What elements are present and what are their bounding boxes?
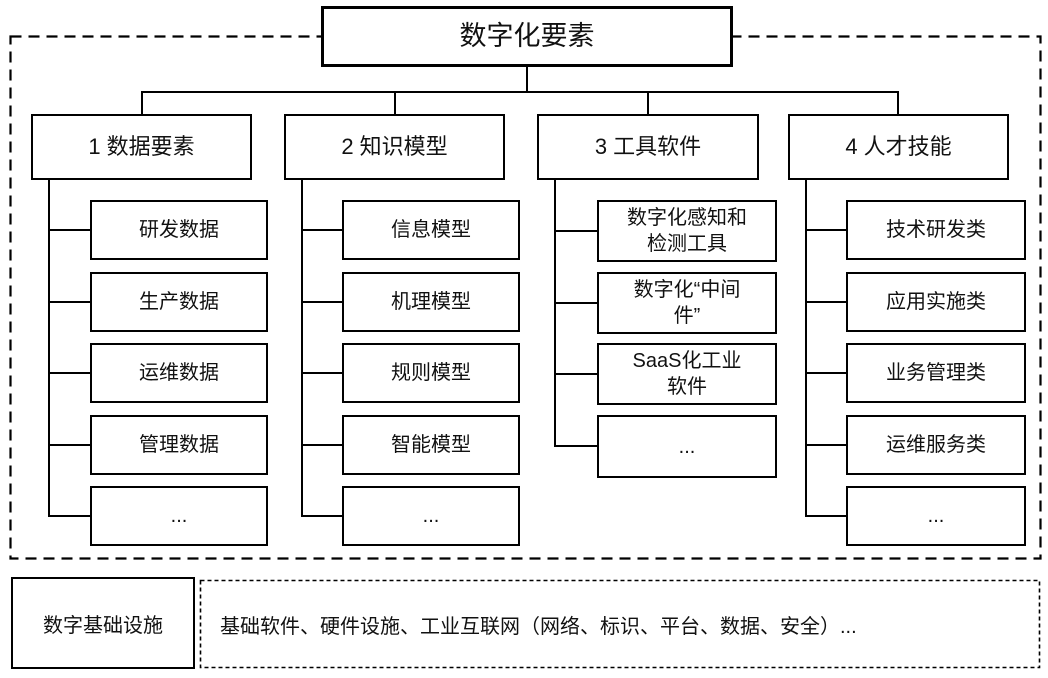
leaf-node-ellipsis: ... bbox=[597, 415, 777, 478]
tree-connectors bbox=[48, 67, 899, 517]
leaf-node: SaaS化工业软件 bbox=[597, 343, 777, 405]
root-node: 数字化要素 bbox=[321, 6, 733, 67]
leaf-node: 研发数据 bbox=[90, 200, 268, 260]
leaf-node: 技术研发类 bbox=[846, 200, 1026, 260]
leaf-node-ellipsis: ... bbox=[846, 486, 1026, 546]
leaf-node: 数字化“中间件” bbox=[597, 272, 777, 334]
branch-header-knowledge-models: 2 知识模型 bbox=[284, 114, 505, 180]
branch-header-talent-skills: 4 人才技能 bbox=[788, 114, 1009, 180]
leaf-node-ellipsis: ... bbox=[90, 486, 268, 546]
leaf-node: 运维服务类 bbox=[846, 415, 1026, 475]
leaf-node: 智能模型 bbox=[342, 415, 520, 475]
leaf-node: 生产数据 bbox=[90, 272, 268, 332]
leaf-node: 运维数据 bbox=[90, 343, 268, 403]
branch-header-data-elements: 1 数据要素 bbox=[31, 114, 252, 180]
infrastructure-description: 基础软件、硬件设施、工业互联网（网络、标识、平台、数据、安全）... bbox=[220, 615, 857, 638]
infrastructure-dotted-box bbox=[199, 579, 1041, 669]
leaf-node: 机理模型 bbox=[342, 272, 520, 332]
branch-header-tool-software: 3 工具软件 bbox=[537, 114, 759, 180]
leaf-node: 信息模型 bbox=[342, 200, 520, 260]
infrastructure-title-box: 数字基础设施 bbox=[11, 577, 195, 669]
leaf-node: 管理数据 bbox=[90, 415, 268, 475]
leaf-node-ellipsis: ... bbox=[342, 486, 520, 546]
leaf-node: 规则模型 bbox=[342, 343, 520, 403]
leaf-node: 应用实施类 bbox=[846, 272, 1026, 332]
leaf-node: 数字化感知和检测工具 bbox=[597, 200, 777, 262]
leaf-node: 业务管理类 bbox=[846, 343, 1026, 403]
